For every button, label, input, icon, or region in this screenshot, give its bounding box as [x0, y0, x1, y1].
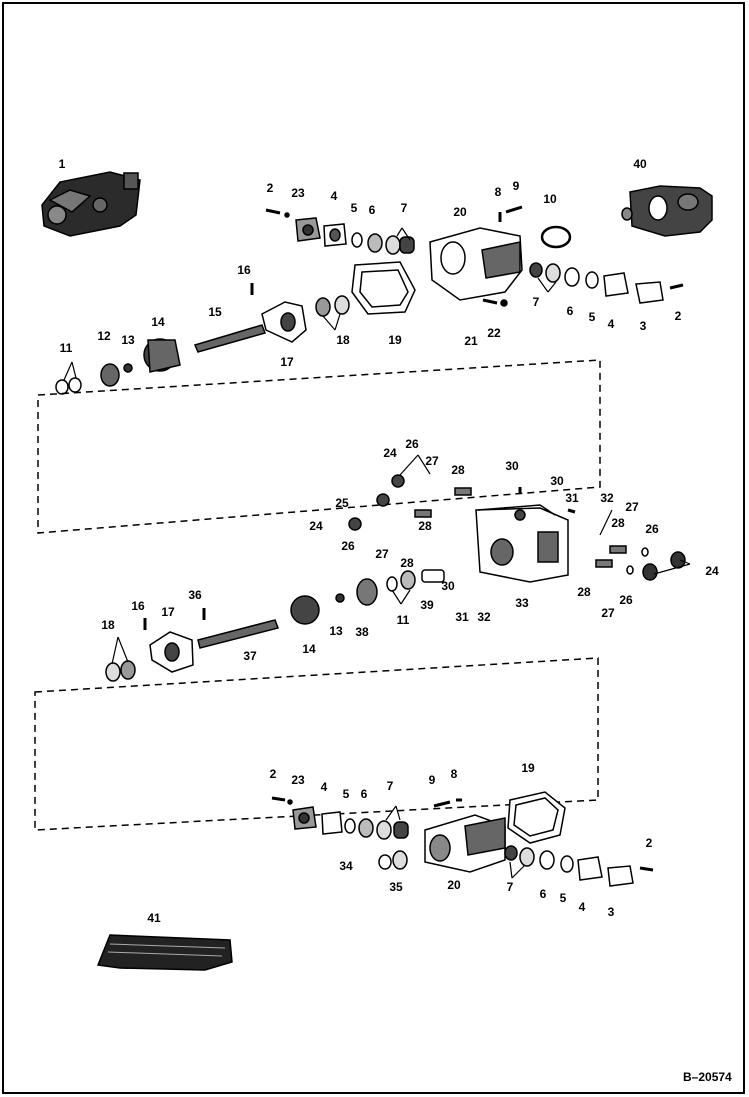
- callout-31: 31: [565, 491, 579, 505]
- callout-5: 5: [560, 891, 567, 905]
- part-shapes: [41, 171, 713, 971]
- callout-5: 5: [589, 310, 596, 324]
- callout-15: 15: [208, 305, 222, 319]
- callout-34: 34: [339, 859, 353, 873]
- callout-23: 23: [291, 773, 305, 787]
- callout-7: 7: [507, 880, 514, 894]
- callout-38: 38: [355, 625, 369, 639]
- callout-26: 26: [619, 593, 633, 607]
- callout-16: 16: [237, 263, 251, 277]
- callout-28: 28: [451, 463, 465, 477]
- callout-8: 8: [495, 185, 502, 199]
- callout-18: 18: [336, 333, 350, 347]
- callout-1: 1: [59, 157, 66, 171]
- callout-3: 3: [608, 905, 615, 919]
- callout-39: 39: [420, 598, 434, 612]
- callout-11: 11: [60, 341, 73, 355]
- callout-4: 4: [331, 189, 338, 203]
- callout-2: 2: [646, 836, 653, 850]
- callout-24: 24: [705, 564, 719, 578]
- callout-36: 36: [188, 588, 202, 602]
- callout-28: 28: [418, 519, 432, 533]
- callout-31: 31: [455, 610, 469, 624]
- callout-20: 20: [447, 878, 461, 892]
- leader-lines: [63, 227, 691, 879]
- callout-7: 7: [401, 201, 408, 215]
- callout-7: 7: [533, 295, 540, 309]
- callout-28: 28: [611, 516, 625, 530]
- callout-18: 18: [101, 618, 115, 632]
- callout-4: 4: [579, 900, 586, 914]
- callout-6: 6: [369, 203, 376, 217]
- callout-24: 24: [383, 446, 397, 460]
- callout-30: 30: [505, 459, 519, 473]
- callout-3: 3: [640, 319, 647, 333]
- callout-5: 5: [343, 787, 350, 801]
- callout-17: 17: [280, 355, 294, 369]
- callout-40: 40: [633, 157, 647, 171]
- callout-2: 2: [675, 309, 682, 323]
- callout-14: 14: [302, 642, 316, 656]
- callout-26: 26: [341, 539, 355, 553]
- callout-4: 4: [321, 780, 328, 794]
- callout-2: 2: [270, 767, 277, 781]
- callout-30: 30: [441, 579, 455, 593]
- callout-7: 7: [387, 779, 394, 793]
- callout-17: 17: [161, 605, 175, 619]
- callout-11: 11: [397, 613, 410, 627]
- alignment-guides: [34, 359, 601, 831]
- callout-22: 22: [487, 326, 501, 340]
- callout-4: 4: [608, 317, 615, 331]
- callout-25: 25: [335, 496, 349, 510]
- callout-32: 32: [477, 610, 491, 624]
- gear-pump-40: [621, 185, 713, 237]
- callout-32: 32: [600, 491, 614, 505]
- callout-27: 27: [601, 606, 615, 620]
- callout-6: 6: [540, 887, 547, 901]
- callout-9: 9: [429, 773, 436, 787]
- callout-28: 28: [577, 585, 591, 599]
- callout-28: 28: [400, 556, 414, 570]
- pump-assembly-1: [41, 171, 141, 237]
- callout-27: 27: [375, 547, 389, 561]
- callout-5: 5: [351, 201, 358, 215]
- callout-30: 30: [550, 474, 564, 488]
- callout-19: 19: [521, 761, 535, 775]
- callout-6: 6: [361, 787, 368, 801]
- callout-13: 13: [121, 333, 135, 347]
- drawing-reference-number: B–20574: [683, 1070, 732, 1084]
- callout-12: 12: [97, 329, 111, 343]
- callout-16: 16: [131, 599, 145, 613]
- callout-24: 24: [309, 519, 323, 533]
- callout-8: 8: [451, 767, 458, 781]
- callout-20: 20: [453, 205, 467, 219]
- callout-27: 27: [425, 454, 439, 468]
- callout-26: 26: [645, 522, 659, 536]
- callout-9: 9: [513, 179, 520, 193]
- callout-13: 13: [329, 624, 343, 638]
- callout-2: 2: [267, 181, 274, 195]
- callout-35: 35: [389, 880, 403, 894]
- callout-6: 6: [567, 304, 574, 318]
- callout-37: 37: [243, 649, 257, 663]
- callout-33: 33: [515, 596, 529, 610]
- callout-23: 23: [291, 186, 305, 200]
- callout-26: 26: [405, 437, 419, 451]
- callout-41: 41: [147, 911, 161, 925]
- callout-19: 19: [388, 333, 402, 347]
- callout-27: 27: [625, 500, 639, 514]
- callout-21: 21: [464, 334, 478, 348]
- decal-41: [96, 934, 233, 971]
- callout-10: 10: [543, 192, 557, 206]
- callout-14: 14: [151, 315, 165, 329]
